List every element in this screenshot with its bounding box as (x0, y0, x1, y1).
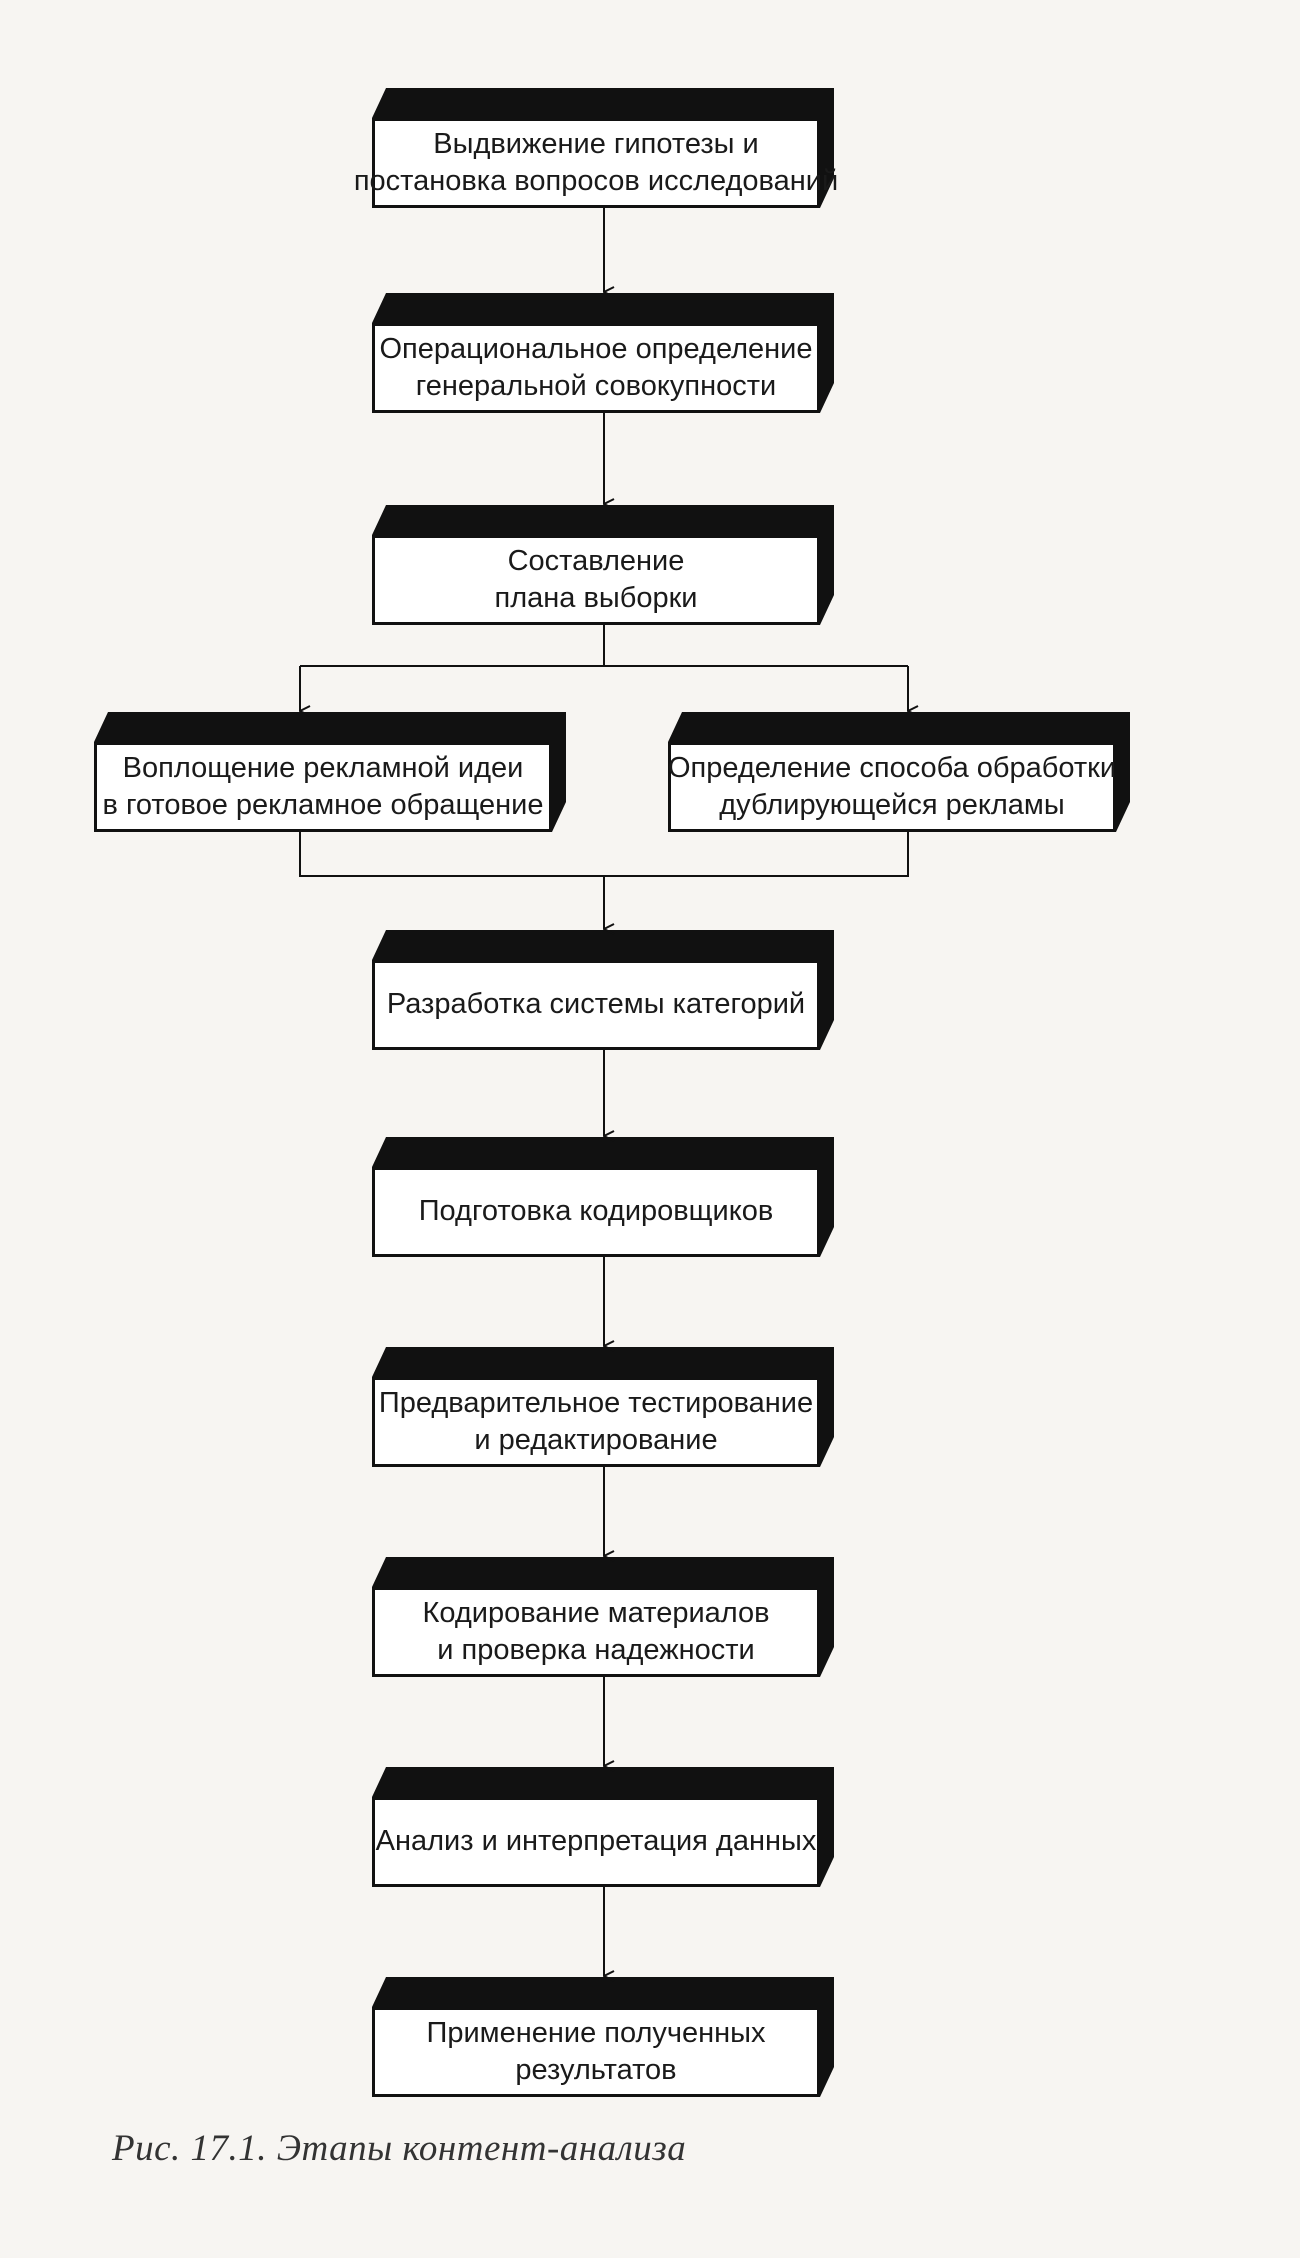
step-duplicate-line2: дублирующейся рекламы (719, 789, 1065, 821)
step-category-line1: Разработка системы категорий (386, 988, 806, 1021)
step-coder-training: Подготовка кодировщиков (372, 1167, 820, 1257)
step-coding-line2: и проверка надежности (437, 1634, 755, 1666)
step-sampling-plan: Составление плана выборки (372, 535, 820, 625)
step-pretesting: Предварительное тестирование и редактиро… (372, 1377, 820, 1467)
connectors (299, 208, 909, 1976)
step-ad-idea-line1: Воплощение рекламной идеи (122, 751, 524, 784)
step-analysis: Анализ и интерпретация данных (372, 1797, 820, 1887)
step-population-line2: генеральной совокупности (415, 370, 777, 402)
step-ad-idea: Воплощение рекламной идеи в готовое рекл… (94, 742, 552, 832)
step-category-system: Разработка системы категорий (372, 960, 820, 1050)
figure-caption: Рис. 17.1. Этапы контент-анализа (112, 2128, 687, 2169)
branch-split-line (300, 625, 605, 667)
step-population-line1: Операциональное определение (379, 332, 813, 365)
step-coding-reliability: Кодирование материалов и проверка надежн… (372, 1587, 820, 1677)
step-apply-results: Применение полученных результатов (372, 2007, 820, 2097)
step-duplicate-line1: Определение способа обработки (667, 751, 1117, 784)
step-ad-idea-line2: в готовое рекламное обращение (102, 789, 544, 821)
step-coder-line1: Подготовка кодировщиков (418, 1195, 774, 1228)
step-hypothesis-line1: Выдвижение гипотезы и (433, 127, 759, 160)
step-sampling-line2: плана выборки (494, 582, 698, 614)
step-hypothesis: Выдвижение гипотезы и постановка вопросо… (354, 118, 838, 208)
step-duplicate-ads: Определение способа обработки дублирующе… (668, 742, 1116, 832)
step-population-definition: Операциональное определение генеральной … (372, 323, 820, 413)
branch-merge-line (299, 832, 909, 877)
step-sampling-line1: Составление (507, 544, 685, 577)
step-pretesting-line2: и редактирование (474, 1424, 718, 1456)
step-hypothesis-line2: постановка вопросов исследований (353, 165, 839, 197)
step-apply-line1: Применение полученных (426, 2016, 766, 2049)
step-apply-line2: результатов (515, 2054, 677, 2086)
step-pretesting-line1: Предварительное тестирование (378, 1386, 814, 1419)
step-coding-line1: Кодирование материалов (422, 1596, 770, 1629)
step-analysis-line1: Анализ и интерпретация данных (375, 1825, 817, 1858)
